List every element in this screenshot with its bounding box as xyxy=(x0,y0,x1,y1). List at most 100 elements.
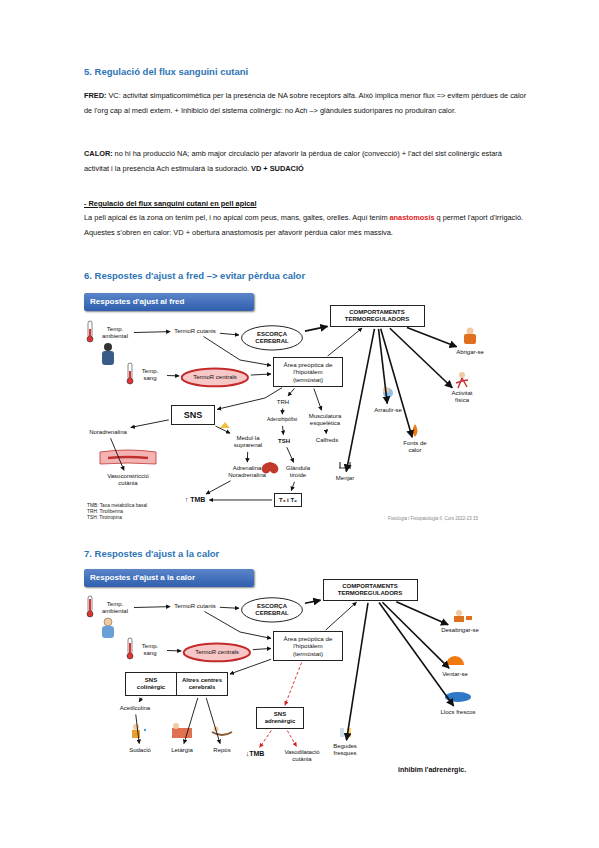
blood-vessel: TermoR centrals xyxy=(183,643,251,662)
text-run: TSH: Tirotropina xyxy=(87,515,167,521)
connector-arrow xyxy=(134,331,170,333)
node-label: Llocs frescos xyxy=(438,708,477,717)
node-text: Repòs xyxy=(213,747,230,754)
node-text: Medul·la suprarenal xyxy=(231,435,265,449)
connector-arrow xyxy=(346,329,374,472)
text-paragraph: 5. Regulació del flux sanguini cutani xyxy=(84,64,524,79)
node-text: Begudes fresques xyxy=(329,743,361,757)
node-label: Temp. ambiental xyxy=(98,600,132,616)
node-text: Adenohipòfisi xyxy=(267,417,297,423)
node-text: Respostes d'ajust a la calor xyxy=(90,573,248,582)
text-run: anastomosis xyxy=(389,213,434,222)
text-paragraph: Fisiologia i Fisiopatologia II, Curs 202… xyxy=(388,516,478,522)
connector-arrow xyxy=(287,447,294,462)
node-label: Fonts de calor xyxy=(400,439,430,455)
connector-arrow xyxy=(328,328,362,356)
connector-arrow xyxy=(131,420,169,428)
process-box: COMPORTAMENTS TERMOREGULADORS xyxy=(330,305,425,327)
text-run: TMB: Taxa metabòlica basal xyxy=(87,503,167,509)
node-label: Letàrgia xyxy=(169,746,195,755)
connector-arrow xyxy=(325,430,326,434)
connector-arrow xyxy=(379,329,388,404)
node-label: ↑ TMB xyxy=(183,495,208,505)
process-box: T₃ i T₄ xyxy=(274,493,302,508)
node-text: Calfreds xyxy=(316,437,338,444)
connector-arrow xyxy=(206,481,230,494)
text-paragraph: 7. Respostes d'ajust a la calor xyxy=(84,546,524,561)
node-text: T₃ i T₄ xyxy=(279,497,297,504)
process-box: Àrea preòptica de l'hipotàlem (termòstat… xyxy=(273,357,343,386)
text-run: - Regulació del flux sanguini cutani en … xyxy=(84,199,256,208)
connector-arrow xyxy=(305,326,328,331)
node-label: Repòs xyxy=(211,746,232,755)
node-text: ESCORÇA CEREBRAL xyxy=(249,603,295,617)
node-text: COMPORTAMENTS TERMOREGULADORS xyxy=(335,309,420,323)
node-text: Temp. sang xyxy=(137,368,163,382)
node-text: Àrea preòptica de l'hipotàlem (termòstat… xyxy=(278,635,338,656)
node-text: Activitat física xyxy=(447,390,477,404)
node-label: Temp. sang xyxy=(135,642,165,658)
connector-arrow xyxy=(167,650,181,651)
node-text: Temp. sang xyxy=(137,643,163,657)
connector-arrow xyxy=(247,452,248,462)
connector-arrow xyxy=(209,499,272,500)
node-text: ↑ TMB xyxy=(185,496,206,504)
connector-arrow xyxy=(134,606,170,608)
text-run: La pell apical és la zona on tenim pel, … xyxy=(84,213,388,222)
node-text: SNS colinèrgic xyxy=(130,677,172,691)
node-text: TermoR centrals xyxy=(193,374,237,381)
node-text: Sudació xyxy=(129,747,151,754)
node-label: TermoR cutanis xyxy=(172,602,218,611)
connector-arrow xyxy=(407,328,457,347)
node-label: Adenohipòfisi xyxy=(265,416,299,424)
node-text: Abrigar-se xyxy=(456,349,484,356)
connector-arrow xyxy=(285,663,302,706)
connector-arrow xyxy=(217,388,282,410)
node-label: Vasoconstricció cutània xyxy=(103,472,153,488)
node-text: Vasodilatació cutània xyxy=(283,749,321,763)
title-bar: Respostes d'ajust al fred xyxy=(84,293,254,310)
node-label: TSH xyxy=(276,437,292,446)
text-run: Fisiologia i Fisiopatologia II, Curs 202… xyxy=(388,516,472,521)
text-paragraph: TMB: Taxa metabòlica basalTRH: Tiroliber… xyxy=(87,503,167,521)
connector-arrow xyxy=(287,731,296,747)
node-text: Vasoconstricció cutània xyxy=(105,473,151,487)
node-label: Abrigar-se xyxy=(454,348,486,357)
connector-arrow xyxy=(382,602,449,668)
node-text: TermoR centrals xyxy=(195,649,239,656)
node-text: Respostes d'ajust al fred xyxy=(90,297,248,306)
connector-arrow xyxy=(230,659,271,674)
process-box: SNS adrenèrgic xyxy=(256,707,304,729)
text-paragraph: - Regulació del flux sanguini cutani en … xyxy=(84,196,529,211)
node-text: TRH xyxy=(277,399,289,406)
connector-arrow xyxy=(282,426,284,435)
connector-arrow xyxy=(167,375,179,376)
node-text: SNS xyxy=(184,410,203,420)
node-text: Desabrigar-se xyxy=(441,627,479,634)
node-text: Temp. ambiental xyxy=(100,601,130,615)
node-text: Glàndula tiroide xyxy=(284,465,312,479)
connector-arrow xyxy=(288,388,294,396)
blood-vessel: TermoR centrals xyxy=(181,368,249,387)
text-run: CALOR: xyxy=(84,149,113,158)
text-paragraph: 6. Respostes d'ajust a fred –> evitar pè… xyxy=(84,268,524,283)
connector-arrow xyxy=(291,482,294,491)
connector-arrow xyxy=(136,714,139,743)
text-paragraph: FRED:VC: activitat simpaticomimètica per… xyxy=(84,88,529,118)
connector-arrow xyxy=(326,602,357,630)
node-text: TermoR cutanis xyxy=(174,603,216,610)
node-label: Adrenalina Noradrenalina xyxy=(225,464,269,480)
node-text: Arraulir-se xyxy=(374,407,402,414)
node-label: Medul·la suprarenal xyxy=(229,434,267,450)
process-box: COMPORTAMENTS TERMOREGULADORS xyxy=(323,579,418,601)
node-text: ↓TMB xyxy=(246,750,265,758)
text-paragraph: La pell apical és la zona on tenim pel, … xyxy=(84,210,529,240)
connector-arrow xyxy=(184,698,198,744)
node-label: Vasodilatació cutània xyxy=(281,748,323,764)
connector-arrow xyxy=(379,603,454,706)
node-text: TSH xyxy=(278,438,290,445)
text-paragraph: CALOR:no hi ha producció NA; amb major c… xyxy=(84,146,529,176)
process-box: Àrea preòptica de l'hipotàlem (termòstat… xyxy=(273,631,343,660)
node-label: Menjar xyxy=(334,474,356,483)
